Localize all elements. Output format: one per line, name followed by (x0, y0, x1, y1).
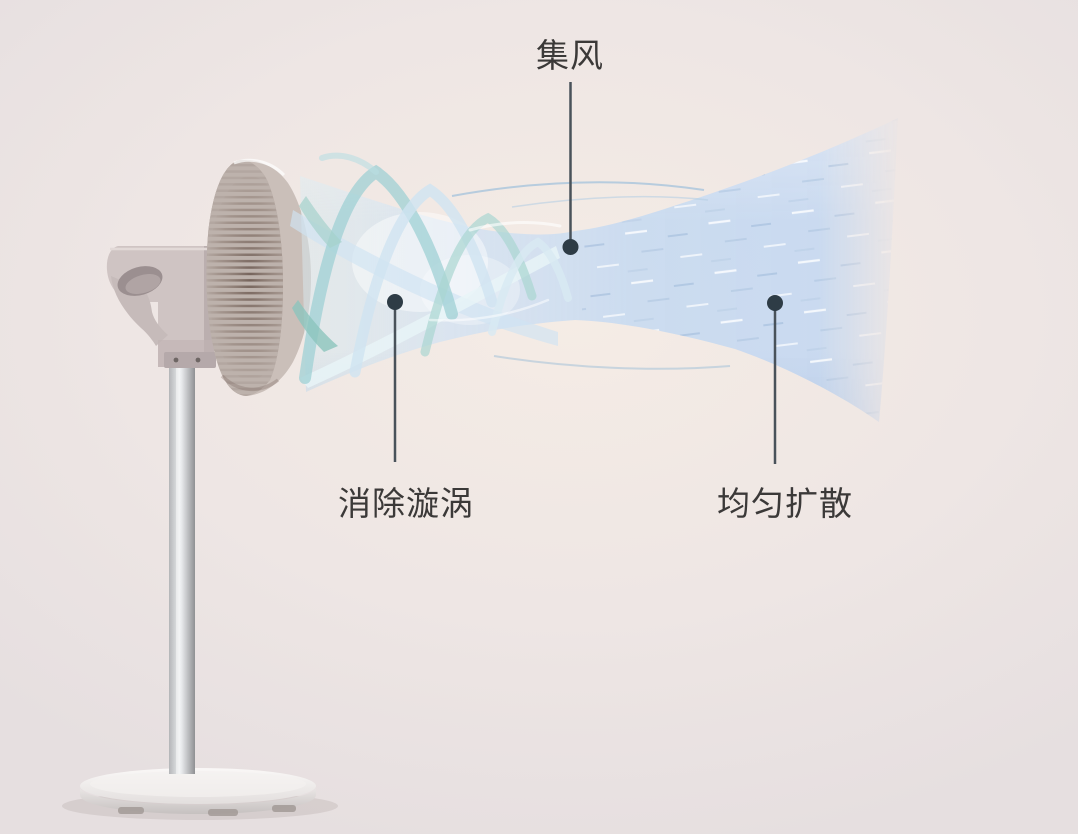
base-foot (272, 805, 296, 812)
anchor-dot-eliminate-vortex (387, 294, 403, 310)
anchor-dot-air-concentration (562, 239, 579, 255)
fan-grille (206, 159, 283, 396)
label-air-concentration: 集风 (536, 37, 604, 74)
label-even-diffusion: 均匀扩散 (717, 485, 853, 522)
fan-pole (169, 366, 195, 774)
streamlines (451, 181, 731, 370)
bracket-screw (195, 357, 201, 363)
annotations (387, 82, 783, 464)
pole-bracket (164, 352, 216, 368)
base-foot (208, 809, 238, 816)
fan-head (206, 158, 311, 396)
label-eliminate-vortex: 消除漩涡 (338, 485, 474, 522)
fan-base (80, 768, 316, 816)
anchor-dot-even-diffusion (767, 295, 783, 311)
airflow (290, 118, 898, 422)
pedestal-fan (62, 158, 338, 820)
bracket-screw (173, 357, 179, 363)
airflow-dash-texture (582, 118, 898, 422)
fan-arm (106, 246, 216, 368)
base-foot (118, 807, 144, 814)
airflow-swirls (290, 152, 572, 388)
